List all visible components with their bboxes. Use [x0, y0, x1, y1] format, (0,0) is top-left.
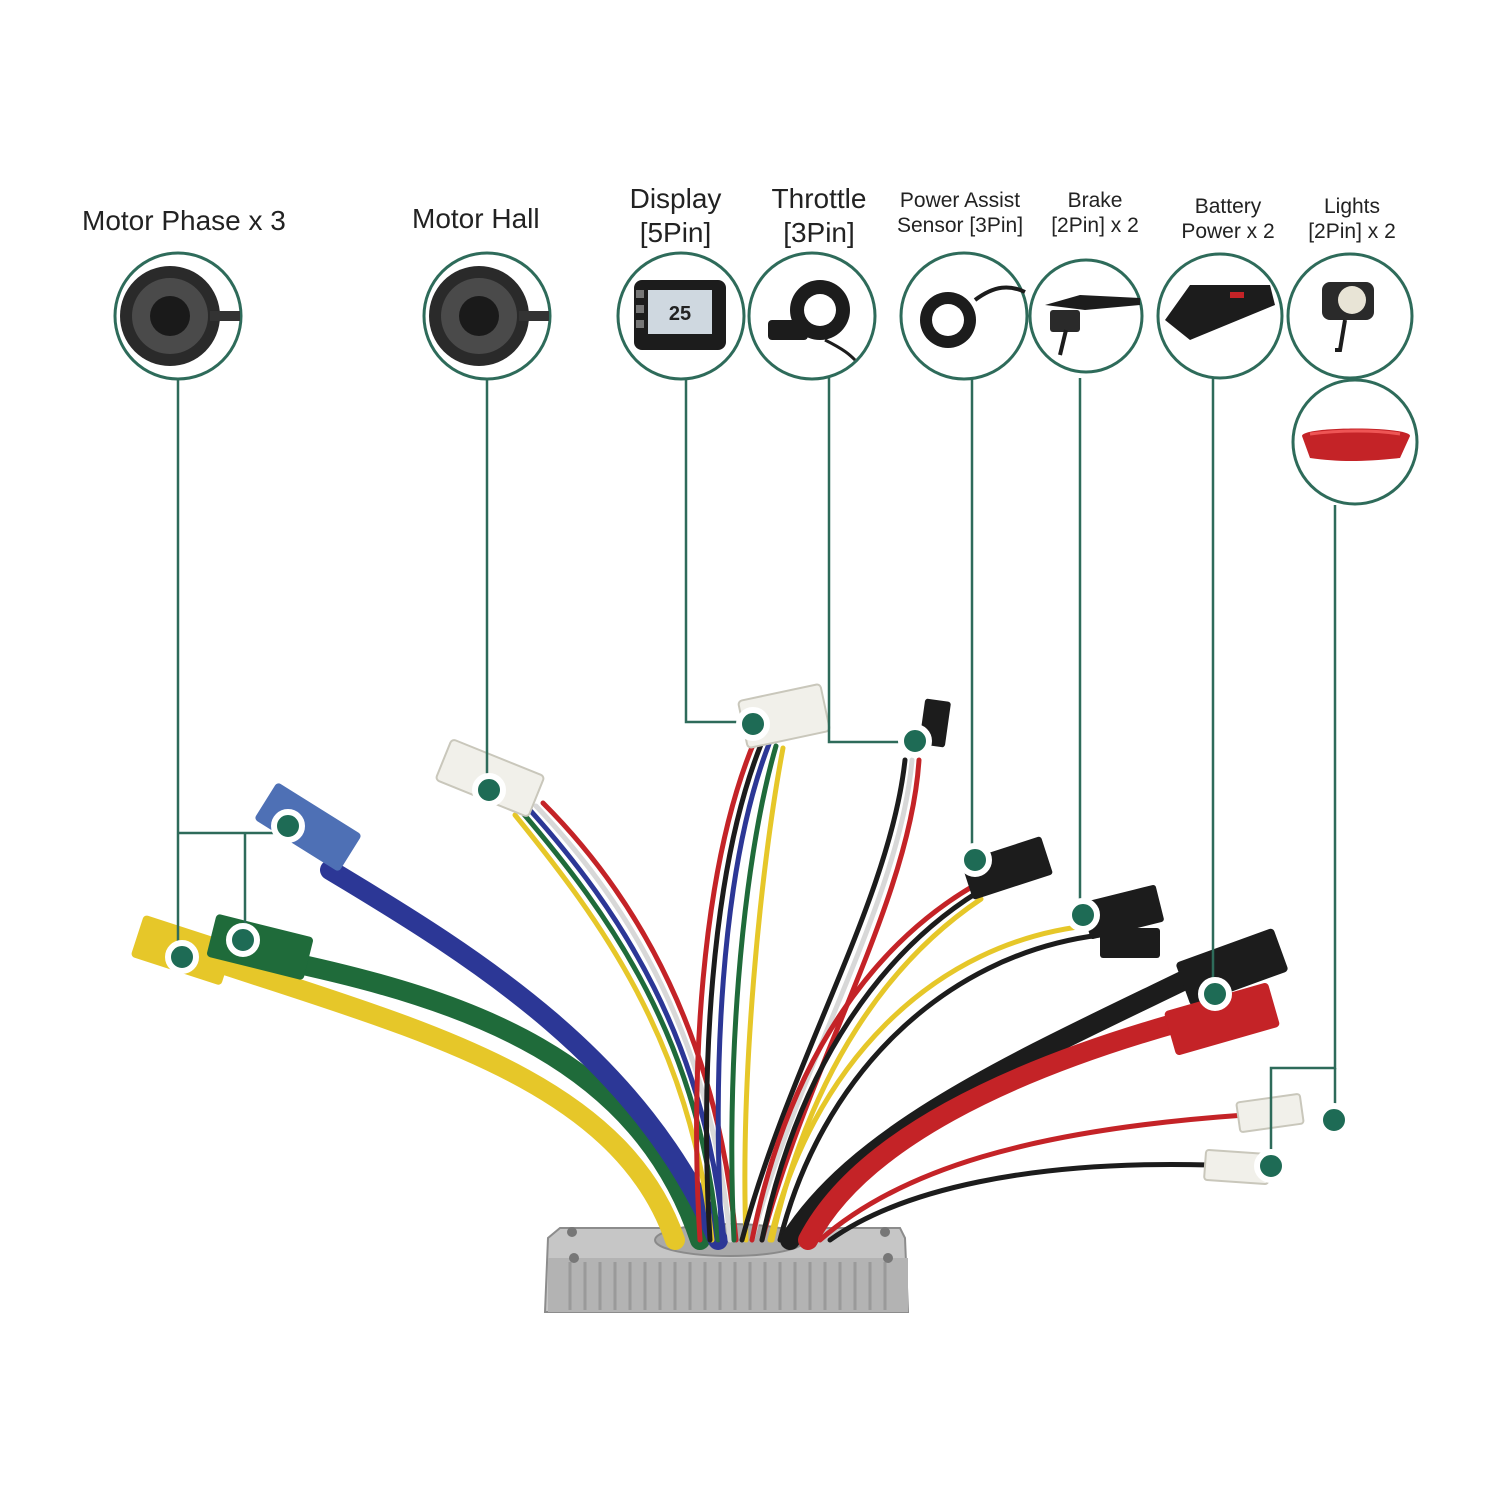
- label-motor-hall: Motor Hall: [412, 202, 540, 236]
- label-display-line1: Display: [629, 183, 722, 214]
- label-battery-line2: Power x 2: [1181, 220, 1275, 244]
- label-battery-line1: Battery: [1194, 195, 1262, 218]
- battery-connector-red: [1164, 982, 1280, 1056]
- dot-phase-blue: [271, 809, 305, 843]
- dot-display: [736, 707, 770, 741]
- leader-display: [684, 378, 752, 724]
- display-wire-1: [694, 737, 758, 1243]
- wire-bundle: [200, 737, 1248, 1250]
- label-pas: Power Assist Sensor [3Pin]: [886, 188, 1034, 238]
- label-throttle-line2: [3Pin]: [783, 216, 855, 248]
- label-motor-hall-text: Motor Hall: [412, 203, 540, 234]
- headlight-icon: [1286, 252, 1414, 380]
- component-icons: 25: [113, 251, 1419, 506]
- label-display: Display [5Pin]: [618, 182, 733, 249]
- throttle-wire-1: [739, 757, 908, 1243]
- brake-lever-icon: [1028, 258, 1144, 374]
- phase-wire-green: [270, 950, 710, 1250]
- label-motor-phase: Motor Phase x 3: [82, 204, 286, 238]
- controller-box: [543, 1223, 910, 1313]
- dot-throttle: [898, 724, 932, 758]
- label-motor-phase-text: Motor Phase x 3: [82, 205, 286, 236]
- brake-wire-1: [767, 922, 1098, 1243]
- phase-wire-blue: [320, 860, 728, 1250]
- dot-phase-green: [226, 923, 260, 957]
- leader-lines: [176, 378, 1337, 1166]
- taillight-icon: [1291, 378, 1419, 506]
- display-wire-3: [715, 741, 772, 1243]
- battery-icon: [1156, 252, 1284, 380]
- pas-connector: [961, 836, 1053, 900]
- display-wire-5: [742, 745, 786, 1243]
- label-lights-line1: Lights: [1323, 195, 1381, 218]
- light-wire-1: [817, 1112, 1248, 1243]
- phase-connector-blue: [255, 783, 361, 871]
- hall-wire-3: [526, 806, 727, 1243]
- dot-battery: [1198, 977, 1232, 1011]
- thumb-throttle-icon: [747, 251, 877, 381]
- hall-wire-5: [540, 800, 739, 1243]
- leader-lights: [1269, 505, 1337, 1166]
- light-wire-2: [827, 1162, 1213, 1243]
- pas-sensor-icon: [899, 251, 1029, 381]
- dot-brake: [1066, 898, 1100, 932]
- connection-dots: [165, 707, 1351, 1183]
- brake-wire-2: [777, 932, 1103, 1243]
- display-wire-2: [704, 739, 765, 1243]
- label-battery: Battery Power x 2: [1170, 194, 1286, 244]
- label-throttle-line1: Throttle: [771, 183, 867, 214]
- display-screen-speed: 25: [669, 303, 691, 325]
- connectors: [131, 683, 1305, 1185]
- lcd-display-icon: 25: [616, 251, 746, 381]
- display-wire-4: [729, 743, 779, 1243]
- pas-wire-1: [749, 882, 978, 1243]
- phase-wire-yellow: [200, 950, 685, 1250]
- dot-phase-yellow: [165, 940, 199, 974]
- dot-hall: [472, 773, 506, 807]
- hub-motor-icon: [113, 251, 243, 381]
- dot-pas: [958, 843, 992, 877]
- label-brake-line1: Brake: [1067, 189, 1123, 212]
- throttle-wire-3: [759, 757, 922, 1243]
- brake-connector: [1082, 885, 1164, 958]
- leader-throttle: [827, 378, 913, 744]
- label-brake-line2: [2Pin] x 2: [1051, 214, 1139, 238]
- throttle-wire-2: [749, 757, 915, 1243]
- label-display-line2: [5Pin]: [639, 216, 712, 248]
- battery-wire-red: [798, 1012, 1190, 1250]
- dot-light-2: [1254, 1149, 1288, 1183]
- label-pas-line1: Power Assist: [899, 189, 1021, 212]
- label-lights-line2: [2Pin] x 2: [1308, 220, 1396, 244]
- label-brake: Brake [2Pin] x 2: [1042, 188, 1148, 238]
- hub-motor-icon: [422, 251, 552, 381]
- label-lights: Lights [2Pin] x 2: [1298, 194, 1406, 244]
- label-pas-line2: Sensor [3Pin]: [896, 214, 1024, 238]
- pas-wire-2: [759, 889, 981, 1243]
- dot-light-1: [1317, 1103, 1351, 1137]
- label-throttle: Throttle [3Pin]: [760, 182, 878, 249]
